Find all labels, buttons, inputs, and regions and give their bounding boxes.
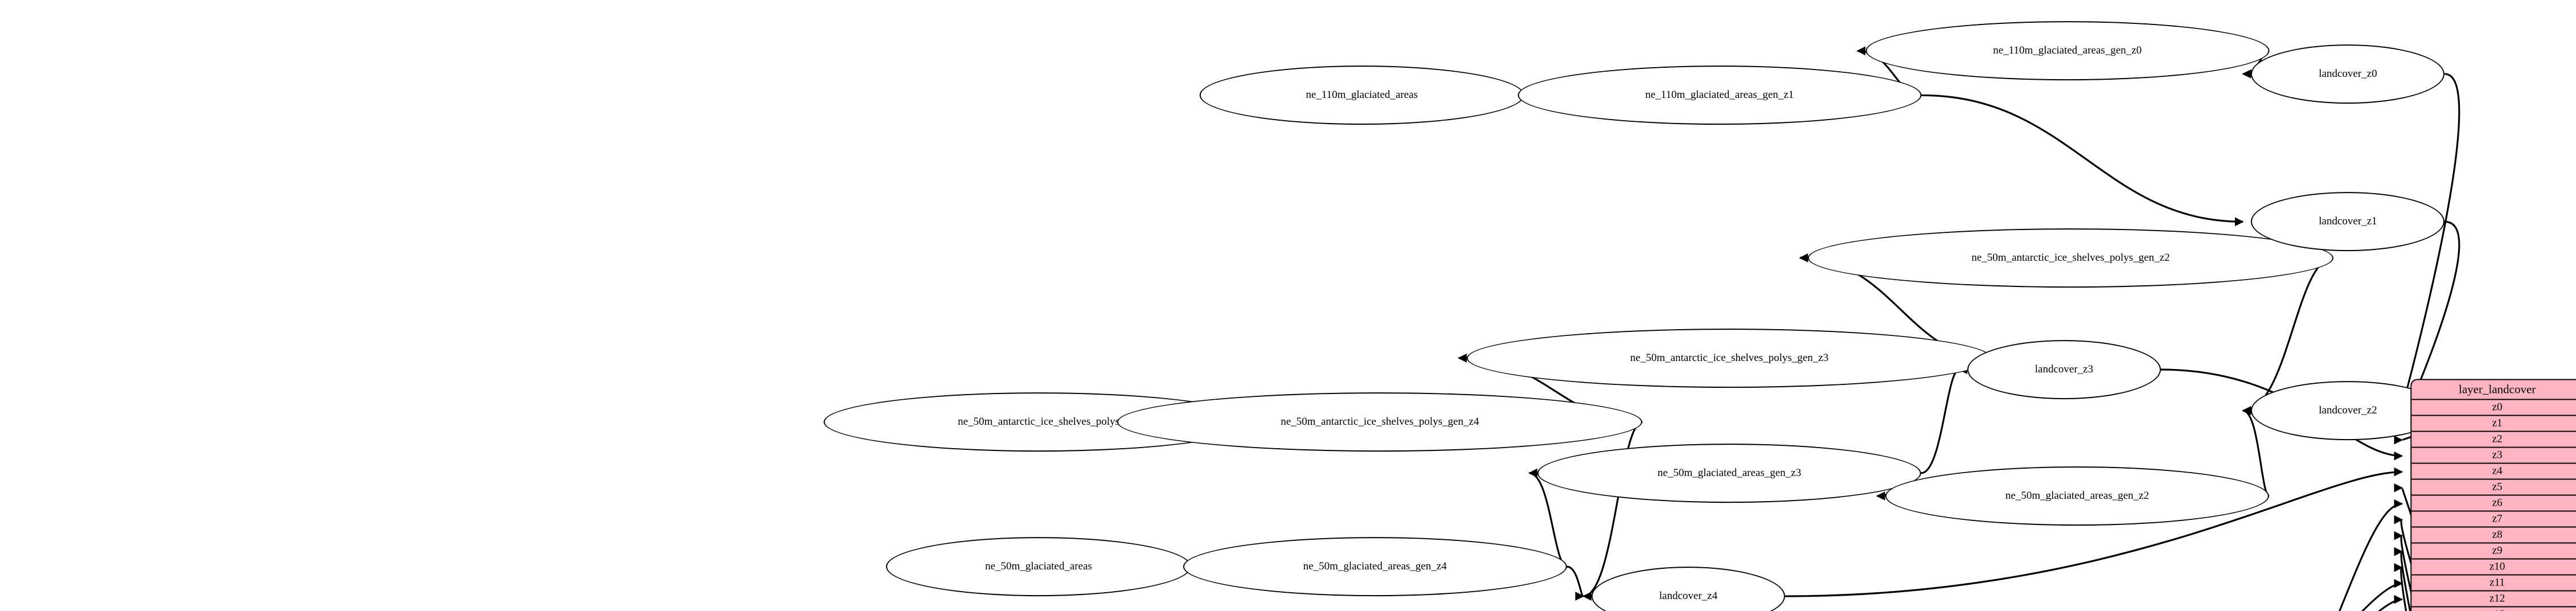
record-row-z6[interactable]: z6 bbox=[2411, 496, 2576, 512]
graph-node-ne_110m_glaciated_areas[interactable]: ne_110m_glaciated_areas bbox=[1199, 65, 1524, 125]
graph-node-ne_50m_antarctic_ice_shelves_polys_gen_z4[interactable]: ne_50m_antarctic_ice_shelves_polys_gen_z… bbox=[1117, 392, 1643, 452]
edge-landcover_z6-to-layer_landcover_z6 bbox=[2339, 499, 2403, 611]
record-row-z8[interactable]: z8 bbox=[2411, 528, 2576, 544]
graph-node-ne_110m_glaciated_areas_gen_z0[interactable]: ne_110m_glaciated_areas_gen_z0 bbox=[1865, 21, 2270, 81]
record-row-z2[interactable]: z2 bbox=[2411, 432, 2576, 448]
graph-node-landcover_z0[interactable]: landcover_z0 bbox=[2251, 44, 2445, 104]
record-row-z0[interactable]: z0 bbox=[2411, 400, 2576, 416]
graph-node-landcover_z3[interactable]: landcover_z3 bbox=[1967, 340, 2161, 399]
record-row-z9[interactable]: z9 bbox=[2411, 544, 2576, 560]
edge-ne_50m_glaciated_areas_gen_z3-to-landcover_z3 bbox=[1921, 365, 1960, 474]
record-row-z1[interactable]: z1 bbox=[2411, 416, 2576, 432]
edge-ne_110m_glaciated_areas_gen_z1-to-landcover_z1 bbox=[1921, 94, 2244, 227]
record-title: layer_landcover bbox=[2411, 380, 2576, 400]
graph-node-ne_50m_glaciated_areas[interactable]: ne_50m_glaciated_areas bbox=[886, 537, 1191, 597]
record-row-z11[interactable]: z11 bbox=[2411, 576, 2576, 592]
graph-node-ne_50m_antarctic_ice_shelves_polys_gen_z2[interactable]: ne_50m_antarctic_ice_shelves_polys_gen_z… bbox=[1808, 228, 2333, 288]
graph-node-ne_50m_glaciated_areas_gen_z2[interactable]: ne_50m_glaciated_areas_gen_z2 bbox=[1885, 466, 2270, 526]
record-row-z12[interactable]: z12 bbox=[2411, 592, 2576, 608]
record-row-z10[interactable]: z10 bbox=[2411, 560, 2576, 576]
graph-node-ne_110m_glaciated_areas_gen_z1[interactable]: ne_110m_glaciated_areas_gen_z1 bbox=[1517, 65, 1922, 125]
record-row-z4[interactable]: z4 bbox=[2411, 464, 2576, 480]
graph-node-landcover_z1[interactable]: landcover_z1 bbox=[2251, 192, 2445, 252]
record-row-z5[interactable]: z5 bbox=[2411, 480, 2576, 496]
record-row-z13[interactable]: z13 bbox=[2411, 608, 2576, 611]
graph-node-ne_50m_glaciated_areas_gen_z3[interactable]: ne_50m_glaciated_areas_gen_z3 bbox=[1537, 443, 1922, 503]
graph-node-landcover_z4[interactable]: landcover_z4 bbox=[1591, 567, 1786, 611]
record-row-z3[interactable]: z3 bbox=[2411, 448, 2576, 464]
edge-ne_50m_glaciated_areas_gen_z4-to-landcover_z4 bbox=[1566, 565, 1585, 601]
graph-node-ne_50m_antarctic_ice_shelves_polys_gen_z3[interactable]: ne_50m_antarctic_ice_shelves_polys_gen_z… bbox=[1467, 328, 1992, 388]
graph-node-ne_50m_glaciated_areas_gen_z4[interactable]: ne_50m_glaciated_areas_gen_z4 bbox=[1183, 537, 1567, 597]
record-row-z7[interactable]: z7 bbox=[2411, 512, 2576, 528]
